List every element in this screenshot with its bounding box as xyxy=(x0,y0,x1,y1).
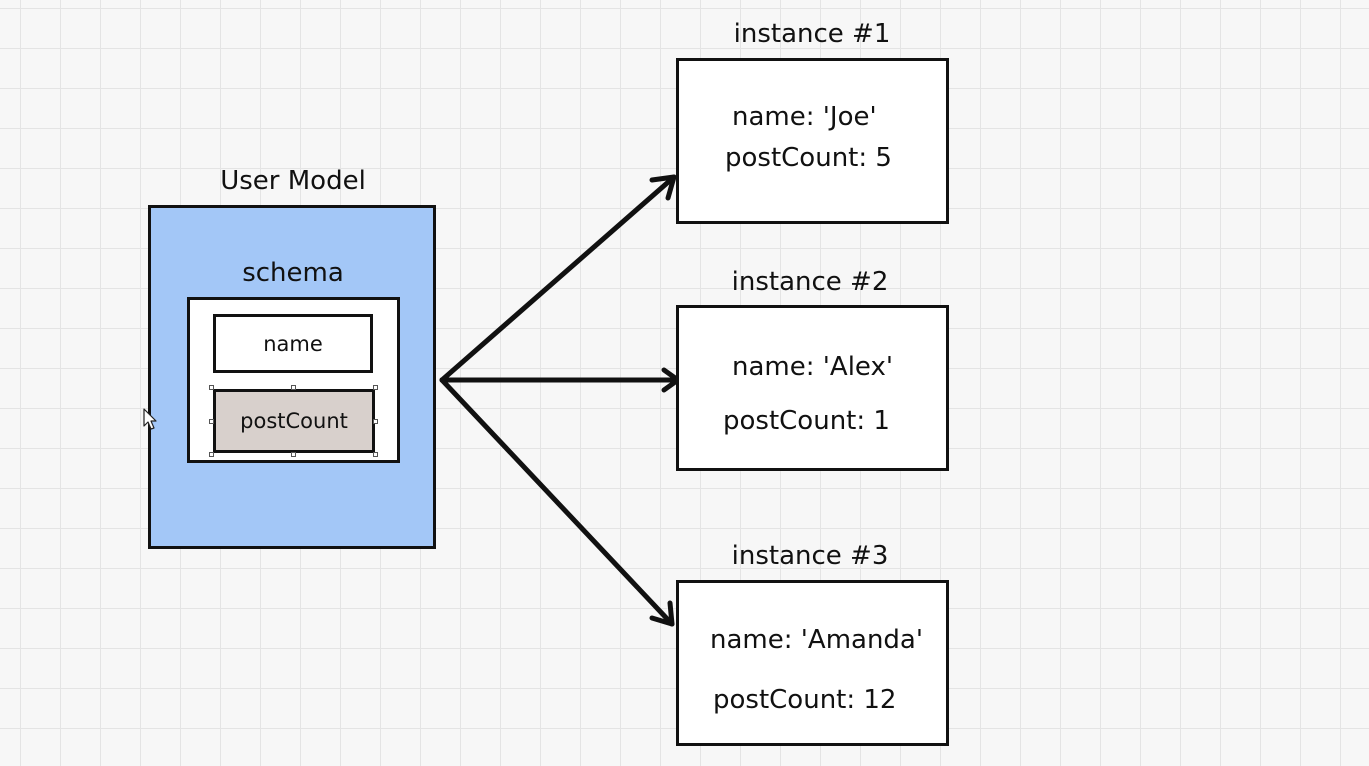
schema-field-name-label: name xyxy=(263,331,323,356)
instance-3-name: name: 'Amanda' xyxy=(710,625,924,655)
instance-3-box[interactable] xyxy=(676,580,949,746)
instance-2-box[interactable] xyxy=(676,305,949,471)
instance-3-postcount: postCount: 12 xyxy=(713,685,897,715)
schema-field-postcount-label: postCount xyxy=(240,409,348,433)
selection-handle[interactable] xyxy=(373,385,378,390)
selection-handle[interactable] xyxy=(291,385,296,390)
mouse-cursor-icon xyxy=(143,408,157,430)
instance-2-postcount: postCount: 1 xyxy=(723,406,890,436)
selection-handle[interactable] xyxy=(209,385,214,390)
schema-title: schema xyxy=(242,258,344,288)
instance-1-postcount: postCount: 5 xyxy=(725,143,892,173)
selection-handle[interactable] xyxy=(373,419,378,424)
user-model-title: User Model xyxy=(220,166,366,196)
schema-field-postcount[interactable]: postCount xyxy=(213,389,375,453)
instance-1-box[interactable] xyxy=(676,58,949,224)
instance-3-title: instance #3 xyxy=(731,541,889,571)
instance-1-name: name: 'Joe' xyxy=(732,102,877,132)
arrow-to-instance-3 xyxy=(439,377,675,627)
arrow-to-instance-1 xyxy=(439,174,677,383)
selection-handle[interactable] xyxy=(291,452,296,457)
arrow-to-instance-1-head xyxy=(649,174,677,201)
selection-handle[interactable] xyxy=(373,452,378,457)
instance-2-title: instance #2 xyxy=(731,267,889,297)
instance-2-name: name: 'Alex' xyxy=(732,352,893,382)
selection-handle[interactable] xyxy=(209,419,214,424)
instance-1-title: instance #1 xyxy=(733,19,891,49)
schema-field-name[interactable]: name xyxy=(213,314,373,373)
arrow-to-instance-3-head xyxy=(649,600,675,627)
selection-handle[interactable] xyxy=(209,452,214,457)
